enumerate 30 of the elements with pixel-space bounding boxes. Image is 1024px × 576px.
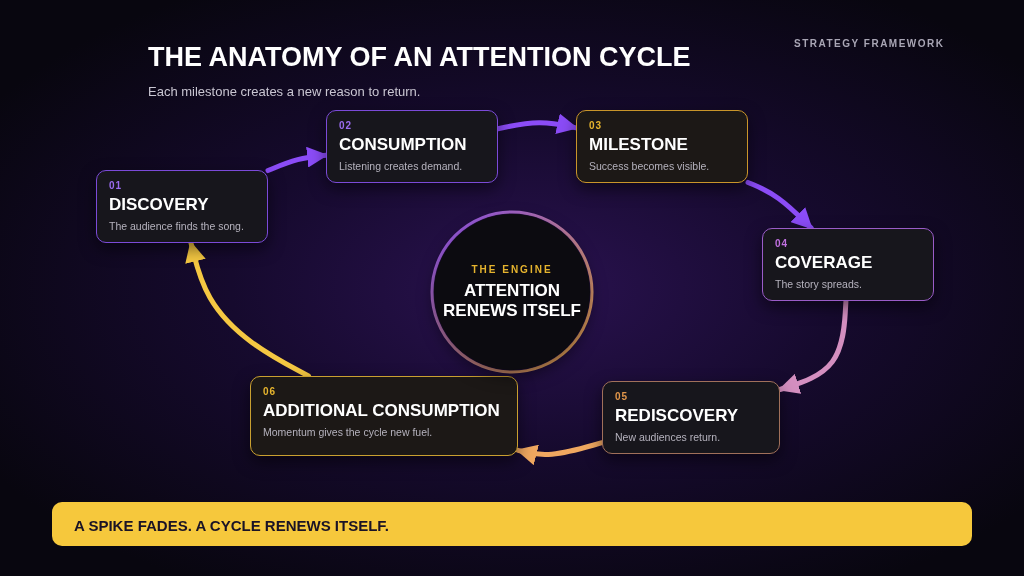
step-description: Success becomes visible. — [589, 160, 710, 172]
step-card — [576, 110, 748, 183]
step-number: 02 — [339, 120, 353, 131]
title: THE ANATOMY OF AN ATTENTION CYCLE — [148, 42, 691, 73]
step-number: 01 — [109, 180, 123, 191]
step-description: New audiences return. — [615, 431, 721, 443]
step-title: ADDITIONAL CONSUMPTION — [263, 401, 500, 421]
section-label: STRATEGY FRAMEWORK — [794, 38, 945, 49]
step-number: 04 — [775, 238, 789, 249]
center-heading: ATTENTION RENEWS ITSELF — [442, 280, 582, 321]
step-title: REDISCOVERY — [615, 406, 739, 426]
step-title: COVERAGE — [775, 253, 873, 273]
step-title: CONSUMPTION — [339, 135, 467, 155]
step-card — [326, 110, 498, 183]
engine-label: THE ENGINE — [471, 263, 553, 275]
step-title: MILESTONE — [589, 135, 688, 155]
subtitle: Each milestone creates a new reason to return. — [148, 84, 421, 99]
banner-text: A SPIKE FADES. A CYCLE RENEWS ITSELF. — [74, 517, 390, 534]
step-card — [250, 376, 518, 456]
step-description: Listening creates demand. — [339, 160, 463, 172]
step-description: The story spreads. — [775, 278, 862, 290]
step-card — [762, 228, 934, 301]
step-card — [96, 170, 268, 243]
step-description: The audience finds the song. — [109, 220, 244, 232]
step-title: DISCOVERY — [109, 195, 209, 215]
step-card — [602, 381, 780, 454]
step-description: Momentum gives the cycle new fuel. — [263, 426, 433, 438]
step-number: 06 — [263, 386, 277, 397]
step-number: 05 — [615, 391, 629, 402]
step-number: 03 — [589, 120, 603, 131]
